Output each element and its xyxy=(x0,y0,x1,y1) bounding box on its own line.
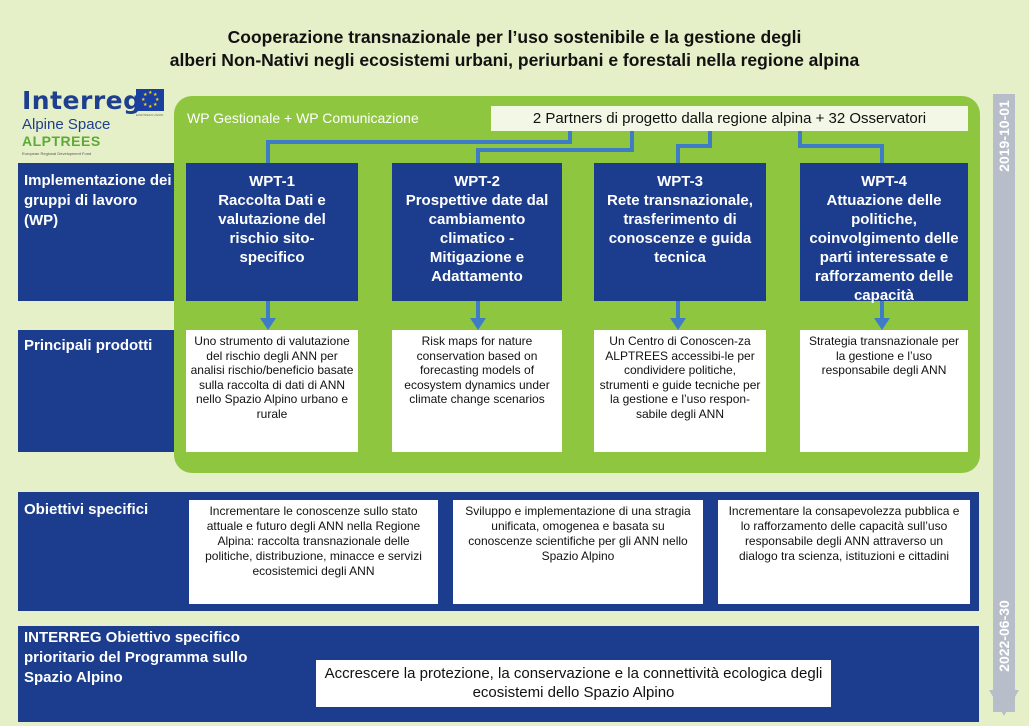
title-line-1: Cooperazione transnazionale per l’uso so… xyxy=(227,27,802,47)
title-line-2: alberi Non-Nativi negli ecosistemi urban… xyxy=(169,50,860,70)
product-3-box: Un Centro di Conoscen-za ALPTREES access… xyxy=(594,330,766,452)
product-4-box: Strategia transnazionale per la gestione… xyxy=(800,330,968,452)
eu-flag-caption: EUROPEAN UNION xyxy=(136,113,164,117)
timeline-start: 2019-10-01 xyxy=(996,100,1012,172)
wpt-4-box: WPT-4 Attuazione delle politiche, coinvo… xyxy=(800,163,968,304)
project-name: ALPTREES xyxy=(22,133,101,149)
wpt-title: Attuazione delle politiche, coinvolgimen… xyxy=(809,192,959,304)
product-2-box: Risk maps for nature conservation based … xyxy=(392,330,562,452)
wpt-title: Raccolta Dati e valutazione del rischio … xyxy=(218,192,326,266)
wpt-code: WPT-2 xyxy=(454,173,500,190)
objective-1-box: Incrementare le conoscenze sullo stato a… xyxy=(189,500,438,604)
row-label-interreg: INTERREG Obiettivo specifico prioritario… xyxy=(24,629,248,686)
fund-caption: European Regional Development Fund xyxy=(22,151,92,156)
wpt-3-box: WPT-3 Rete transnazionale, trasferimento… xyxy=(594,163,766,301)
wpt-code: WPT-3 xyxy=(657,173,703,190)
wp-management-label: WP Gestionale + WP Comunicazione xyxy=(187,110,419,126)
partners-box: 2 Partners di progetto dalla regione alp… xyxy=(491,106,968,131)
objective-2-box: Sviluppo e implementazione di una stragi… xyxy=(453,500,703,604)
wpt-2-box: WPT-2 Prospettive date dal cambiamento c… xyxy=(392,163,562,301)
wpt-code: WPT-1 xyxy=(249,173,295,190)
wpt-title: Prospettive date dal cambiamento climati… xyxy=(405,192,549,285)
row-label-implementation: Implementazione dei gruppi di lavoro (WP… xyxy=(24,172,172,229)
programme-name: Alpine Space xyxy=(22,116,111,133)
programme-goal-box: Accrescere la protezione, la conservazio… xyxy=(316,660,831,707)
objective-3-box: Incrementare la consapevolezza pubblica … xyxy=(718,500,970,604)
page-title: Cooperazione transnazionale per l’uso so… xyxy=(0,26,1029,72)
timeline-end: 2022-06-30 xyxy=(996,600,1012,672)
timeline-arrow-icon xyxy=(989,690,1019,716)
wpt-title: Rete transnazionale, trasferimento di co… xyxy=(607,192,753,266)
timeline-bar xyxy=(993,94,1015,712)
wpt-code: WPT-4 xyxy=(861,173,907,190)
interreg-logo: Interreg xyxy=(22,86,142,115)
row-label-products: Principali prodotti xyxy=(24,337,153,354)
eu-flag-icon: ★★★ ★★★ ★★ xyxy=(136,89,164,111)
wpt-1-box: WPT-1 Raccolta Dati e valutazione del ri… xyxy=(186,163,358,301)
product-1-box: Uno strumento di valutazione del rischio… xyxy=(186,330,358,452)
row-label-objectives: Obiettivi specifici xyxy=(24,501,149,518)
